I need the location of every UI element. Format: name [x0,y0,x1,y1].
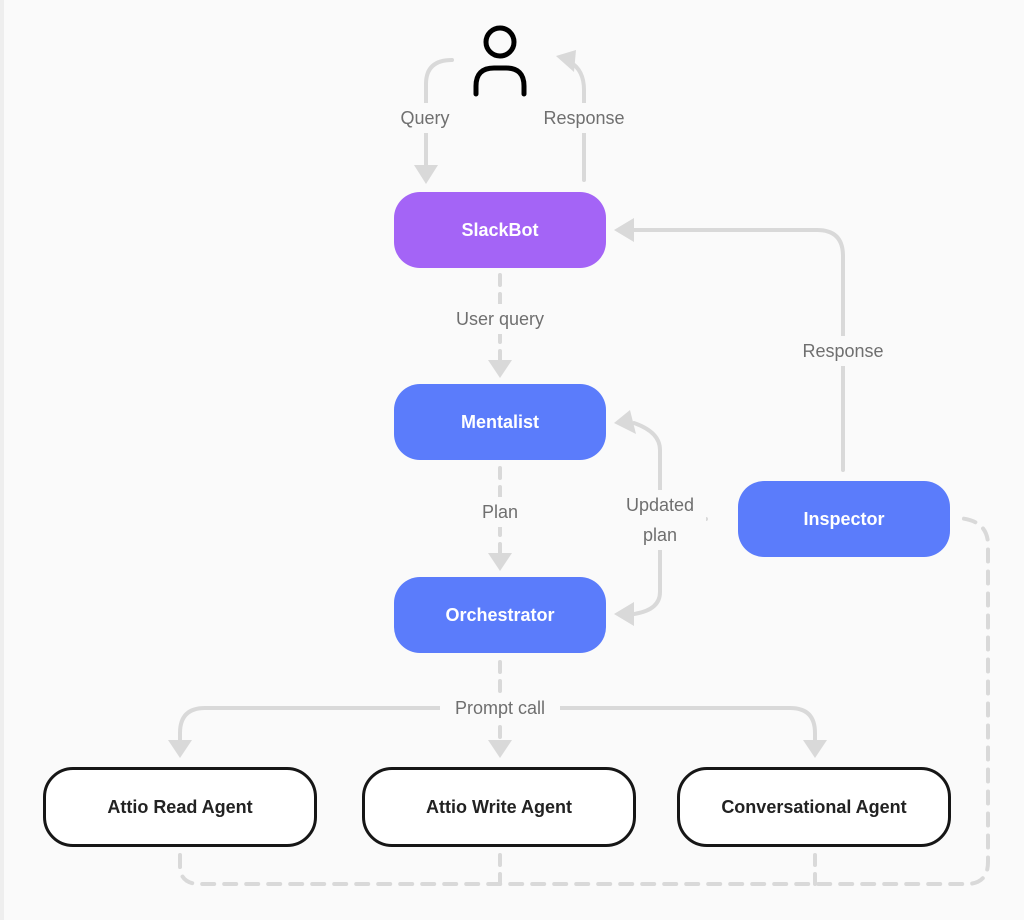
agent-results-feedback [178,516,990,886]
page-edge [0,0,4,920]
updated-plan-down-arrowhead [614,602,634,626]
query-arrowhead [414,165,438,184]
inspector-node[interactable]: Inspector [738,481,950,557]
prompt-call-left [178,706,502,744]
updated-plan-down-arrow [632,517,662,616]
updated-plan-label-line1: Updated [625,495,695,515]
updated-plan-up-arrow [632,421,662,521]
orchestrator-node[interactable]: Orchestrator [394,577,606,653]
updated-plan-label: Updated plan [614,490,706,550]
user-query-label: User query [445,304,555,334]
response-label-right: Response [793,336,893,366]
plan-label: Plan [472,497,528,527]
mentalist-node[interactable]: Mentalist [394,384,606,460]
prompt-call-middle-arrowhead [488,740,512,758]
plan-arrowhead [488,553,512,571]
updated-plan-label-line2: plan [642,525,678,545]
query-label: Query [392,103,458,133]
attio-write-agent-node[interactable]: Attio Write Agent [362,767,636,847]
response-to-user-arrowhead [556,50,576,72]
inspector-response-arrow [632,228,845,472]
conversational-agent-node[interactable]: Conversational Agent [677,767,951,847]
inspector-response-arrowhead [614,218,634,242]
attio-read-agent-node[interactable]: Attio Read Agent [43,767,317,847]
query-arrow [424,58,454,172]
prompt-call-right-arrowhead [803,740,827,758]
updated-plan-up-arrowhead [614,410,636,434]
user-query-arrowhead [488,360,512,378]
user-icon [473,25,527,97]
prompt-call-right [498,706,817,744]
prompt-call-left-arrowhead [168,740,192,758]
response-label-top: Response [534,103,634,133]
slackbot-node[interactable]: SlackBot [394,192,606,268]
prompt-call-label: Prompt call [440,693,560,723]
